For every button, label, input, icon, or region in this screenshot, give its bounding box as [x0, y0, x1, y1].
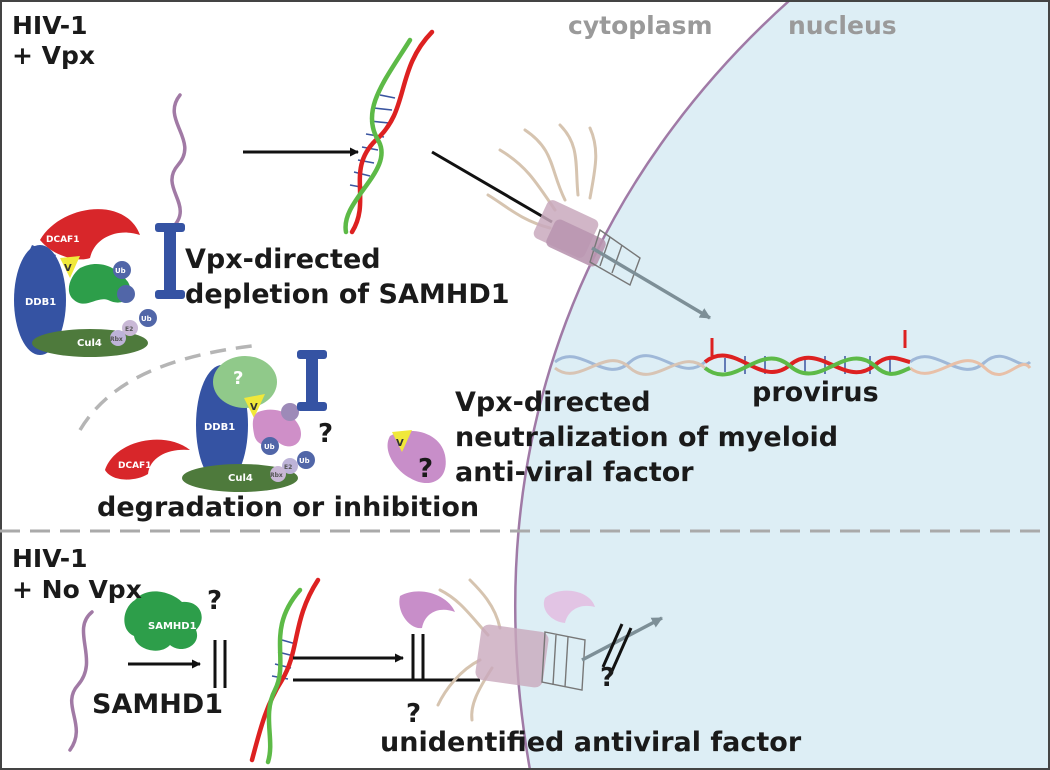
nucleus-region — [515, 0, 1050, 770]
svg-text:DCAF1: DCAF1 — [46, 235, 79, 245]
top-condition-line1: HIV-1 — [12, 11, 88, 40]
samhd1-protein — [124, 591, 202, 651]
bottom-condition-line1: HIV-1 — [12, 544, 88, 573]
block-mark-nuclear — [601, 623, 633, 672]
viral-dna-helix-top — [343, 29, 435, 235]
unknown-mark-factor: ? — [418, 454, 434, 484]
svg-text:Ub: Ub — [115, 267, 126, 275]
svg-text:DDB1: DDB1 — [204, 422, 235, 433]
svg-text:Rbx: Rbx — [110, 336, 123, 343]
ub-ball — [113, 261, 131, 279]
samhd1-block-label: SAMHD1 — [92, 689, 224, 720]
neutralization-caption-line1: Vpx-directed — [455, 387, 651, 418]
vpx-triangle — [60, 256, 80, 278]
unknown-mark-samhd1: ? — [207, 586, 223, 616]
degradation-caption: degradation or inhibition — [97, 492, 480, 523]
unknown-mark-nuclear: ? — [600, 663, 616, 693]
block-mark-import — [411, 634, 425, 680]
free-dcaf1: DCAF1 — [105, 439, 190, 480]
block-mark-rt — [213, 640, 227, 688]
depletion-caption-line1: Vpx-directed — [185, 244, 381, 275]
nuclear-entry-arrow-bottom — [581, 616, 663, 662]
svg-text:DDB1: DDB1 — [25, 297, 56, 308]
viral-dna-helix-bottom — [249, 577, 321, 765]
antiviral-factor-bottom — [399, 591, 455, 629]
nuclear-pore-top — [486, 123, 641, 287]
dcaf1-subunit — [40, 209, 140, 260]
svg-text:E2: E2 — [125, 326, 133, 333]
unknown-mark-ub: ? — [318, 419, 334, 449]
svg-text:Rbx: Rbx — [270, 472, 283, 479]
provirus-label: provirus — [752, 377, 879, 408]
svg-text:Cul4: Cul4 — [228, 473, 253, 484]
svg-text:Cul4: Cul4 — [77, 338, 102, 349]
cytoplasm-label: cytoplasm — [568, 11, 713, 40]
nuclear-pore-bottom — [436, 578, 586, 722]
unknown-mark-lower: ? — [406, 699, 422, 729]
nuclear-envelope — [513, 0, 791, 770]
unknown-mark-complex: ? — [233, 368, 244, 389]
antiviral-factor-nuclear — [543, 590, 595, 623]
depletion-caption-line2: depletion of SAMHD1 — [185, 279, 510, 310]
pore-to-chromatin-arrow — [591, 246, 711, 320]
neutralization-caption-line3: anti-viral factor — [455, 457, 694, 488]
subpanel-arc — [78, 343, 261, 431]
svg-text:V: V — [396, 438, 404, 449]
inhibition-bar-top — [155, 223, 185, 299]
svg-text:Ub: Ub — [264, 443, 275, 451]
bottom-condition-line2: + No Vpx — [12, 575, 142, 604]
host-chromatin-with-provirus — [554, 330, 1032, 377]
svg-text:E2: E2 — [284, 464, 292, 471]
nucleus-label: nucleus — [788, 11, 897, 40]
unidentified-factor-caption: unidentified antiviral factor — [380, 727, 802, 758]
samhd1-protein-label: SAMHD1 — [148, 621, 197, 632]
viral-rna-top — [170, 93, 187, 230]
svg-text:V: V — [64, 263, 72, 274]
antiviral-factor-with-vpx: V — [387, 430, 446, 484]
crl4-vpx-complex-top: DCAF1 DDB1 Cul4 V Ub Ub E2 Rbx — [14, 209, 157, 357]
nuclear-import-line — [431, 150, 553, 224]
top-condition-line2: + Vpx — [12, 41, 96, 70]
neutralization-caption-line2: neutralization of myeloid — [455, 422, 839, 453]
svg-text:DCAF1: DCAF1 — [118, 461, 151, 471]
svg-text:Ub: Ub — [141, 315, 152, 323]
svg-text:Ub: Ub — [299, 457, 310, 465]
crl4-vpx-complex-middle: DDB1 Cul4 V Ub Ub E2 Rbx — [182, 356, 315, 492]
inhibition-bar-middle — [297, 350, 327, 411]
viral-rna-bottom — [68, 610, 94, 752]
svg-text:V: V — [250, 402, 258, 413]
